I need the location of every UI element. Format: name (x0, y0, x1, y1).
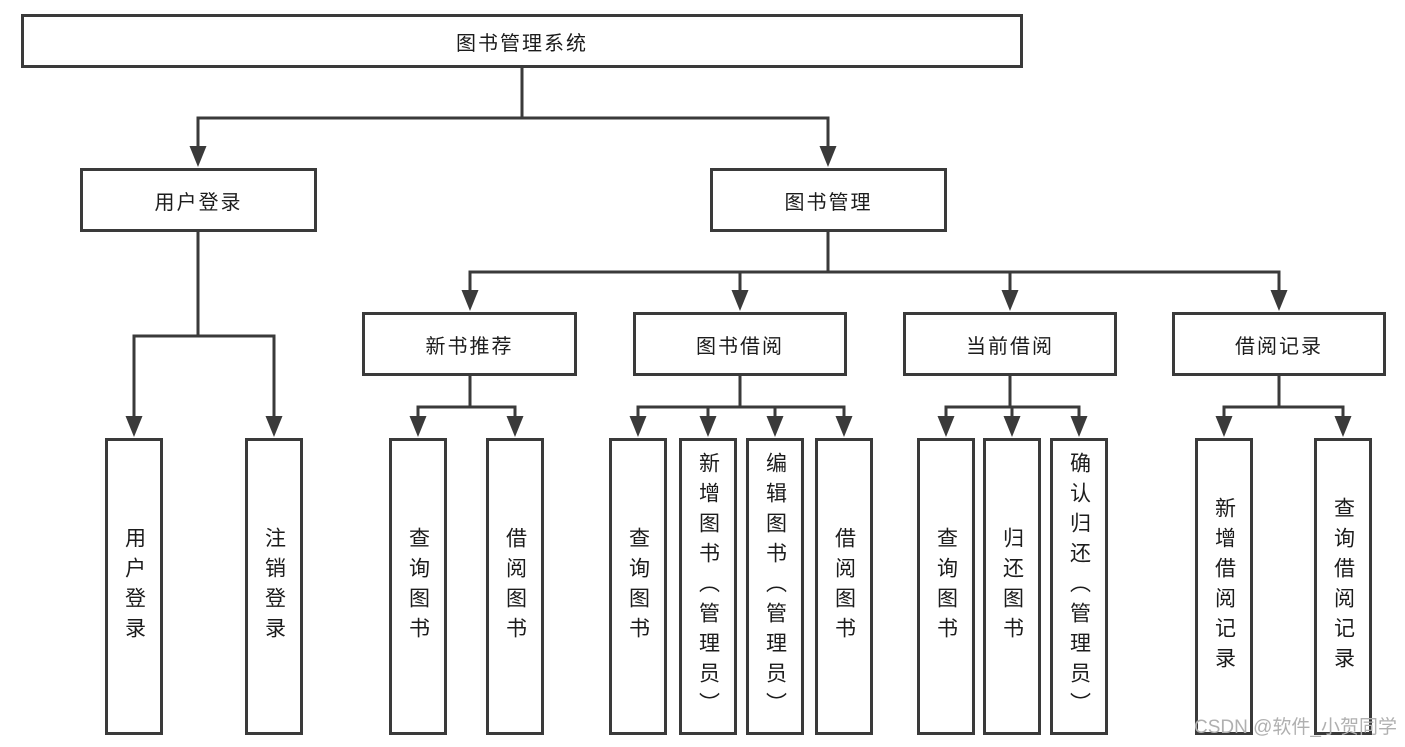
leaf-edit-books-admin: 编辑图书（管理员） (746, 438, 804, 735)
connector-current-borrowing-to-leaves (937, 376, 1088, 437)
node-borrow-records: 借阅记录 (1172, 312, 1386, 376)
leaf-borrow-books-borrowing-label: 借阅图书 (832, 526, 856, 647)
node-book-management-label: 图书管理 (784, 191, 873, 214)
node-user-login: 用户登录 (80, 168, 317, 232)
leaf-query-books-recommend-label: 查询图书 (406, 526, 430, 647)
leaf-logout: 注销登录 (245, 438, 303, 735)
leaf-query-borrow-record-label: 查询借阅记录 (1331, 496, 1355, 677)
leaf-add-borrow-record-label: 新增借阅记录 (1212, 496, 1236, 677)
connector-book-borrowing-to-leaves (629, 376, 853, 437)
node-book-borrowing-label: 图书借阅 (696, 335, 784, 358)
leaf-edit-books-admin-label: 编辑图书（管理员） (763, 451, 787, 722)
leaf-borrow-books-borrowing: 借阅图书 (815, 438, 873, 735)
watermark: CSDN @软件_小贺同学 (1194, 717, 1397, 738)
connector-user-login-to-leaves (125, 232, 283, 437)
node-new-book-recommend-label: 新书推荐 (425, 335, 514, 358)
node-current-borrowing: 当前借阅 (903, 312, 1117, 376)
connector-borrow-records-to-leaves (1215, 376, 1352, 437)
leaf-logout-label: 注销登录 (262, 526, 286, 647)
connector-book-management-to-level3 (461, 232, 1288, 311)
node-root: 图书管理系统 (21, 14, 1023, 68)
leaf-query-books-current: 查询图书 (917, 438, 975, 735)
node-new-book-recommend: 新书推荐 (362, 312, 577, 376)
connector-root-to-level2 (189, 68, 837, 167)
node-book-management: 图书管理 (710, 168, 947, 232)
leaf-borrow-books-recommend-label: 借阅图书 (503, 526, 527, 647)
leaf-query-borrow-record: 查询借阅记录 (1314, 438, 1372, 735)
leaf-query-books-recommend: 查询图书 (389, 438, 447, 735)
leaf-add-books-admin-label: 新增图书（管理员） (696, 451, 720, 722)
leaf-query-books-current-label: 查询图书 (934, 526, 958, 647)
node-borrow-records-label: 借阅记录 (1235, 335, 1323, 358)
leaf-add-borrow-record: 新增借阅记录 (1195, 438, 1253, 735)
leaf-user-login: 用户登录 (105, 438, 163, 735)
leaf-query-books-borrowing-label: 查询图书 (626, 526, 650, 647)
node-book-borrowing: 图书借阅 (633, 312, 847, 376)
leaf-query-books-borrowing: 查询图书 (609, 438, 667, 735)
leaf-user-login-label: 用户登录 (122, 526, 146, 647)
leaf-return-books: 归还图书 (983, 438, 1041, 735)
node-current-borrowing-label: 当前借阅 (966, 335, 1054, 358)
leaf-confirm-return-admin-label: 确认归还（管理员） (1067, 451, 1091, 722)
node-root-label: 图书管理系统 (456, 32, 588, 55)
leaf-add-books-admin: 新增图书（管理员） (679, 438, 737, 735)
node-user-login-label: 用户登录 (154, 191, 243, 214)
leaf-confirm-return-admin: 确认归还（管理员） (1050, 438, 1108, 735)
leaf-return-books-label: 归还图书 (1000, 526, 1024, 647)
connector-new-book-recommend-to-leaves (409, 376, 524, 437)
leaf-borrow-books-recommend: 借阅图书 (486, 438, 544, 735)
